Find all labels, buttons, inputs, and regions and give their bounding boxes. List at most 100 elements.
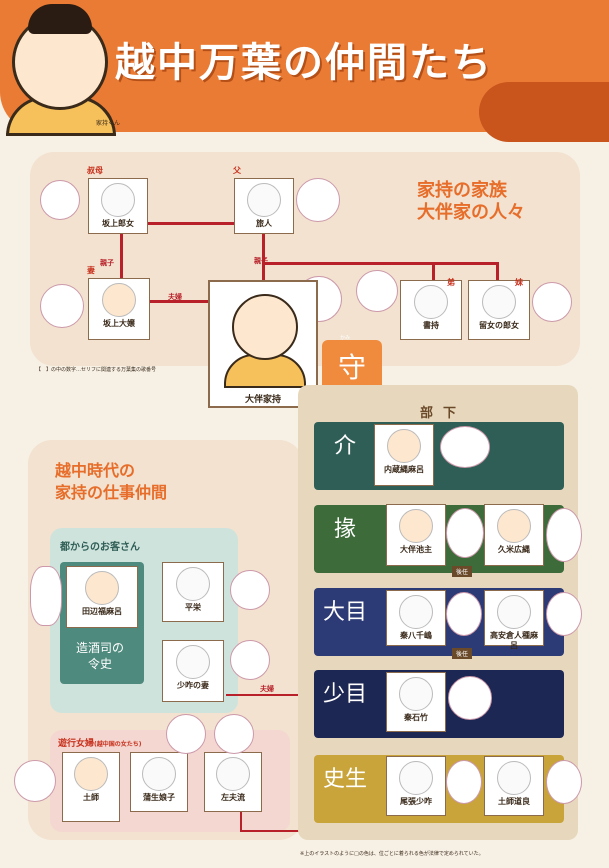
photo-placeholder-icon — [247, 183, 281, 217]
speech-bubble — [14, 760, 56, 802]
hata-yachishima-name: 秦八千嶋 — [400, 631, 432, 640]
family-title-line2: 大伴家の人々 — [417, 202, 525, 223]
card-yakamochi: 大伴家持 — [208, 280, 318, 408]
card-father: 父 旅人 — [233, 167, 294, 234]
card-gamou: 蒲生娘子 — [130, 752, 188, 812]
line-saburu-down — [240, 812, 242, 832]
speech-bubble — [230, 640, 270, 680]
brother-name: 書持 — [423, 321, 439, 330]
speech-bubble — [30, 566, 62, 626]
saburu-name: 左夫流 — [221, 793, 245, 802]
photo-placeholder-icon — [176, 567, 210, 601]
line-wife-yaka — [150, 300, 210, 303]
photo-placeholder-icon — [482, 285, 516, 319]
haji-name: 土師 — [83, 793, 99, 802]
daisakan-char: 大目 — [322, 600, 367, 625]
rel-oyako-father: 親子 — [254, 257, 268, 265]
card-heiei: 平栄 — [162, 562, 224, 622]
speech-bubble — [166, 714, 206, 754]
wife-portrait-icon — [102, 283, 136, 317]
card-hei-wife: 少咋の妻 — [162, 640, 224, 702]
photo-placeholder-icon — [497, 761, 531, 795]
card-sister: 妹 留女の郎女 — [468, 278, 530, 340]
tag-successor: 後任 — [452, 566, 473, 577]
yakamochi-name: 大伴家持 — [244, 395, 281, 405]
line-siblings — [262, 262, 498, 265]
kura-portrait-icon — [387, 429, 421, 463]
sister-role: 妹 — [515, 278, 523, 287]
speech-bubble — [446, 592, 482, 636]
suke-char: 介 — [333, 434, 356, 459]
haji-portrait-icon — [74, 757, 108, 791]
gamou-name: 蒲生娘子 — [143, 793, 175, 802]
sister-name: 留女の郎女 — [479, 321, 519, 330]
father-role: 父 — [233, 166, 241, 175]
card-aunt: 叔母 坂上郎女 — [87, 167, 148, 234]
card-haji-michiyoshi: 土師道良 — [484, 756, 544, 816]
rel-fufu: 夫婦 — [168, 293, 182, 301]
line-father-down — [262, 222, 265, 282]
speech-bubble — [40, 180, 80, 220]
rel-oyako-aunt: 親子 — [100, 259, 114, 267]
speech-bubble — [296, 178, 340, 222]
speech-bubble — [214, 714, 254, 754]
wife-name: 坂上大嬢 — [103, 319, 135, 328]
aunt-role: 叔母 — [87, 166, 103, 175]
family-title-line1: 家持の家族 — [417, 180, 507, 201]
line-aunt-down — [120, 222, 123, 282]
speech-bubble — [356, 270, 398, 312]
brother-role: 弟 — [447, 278, 455, 287]
hei-wife-name: 少咋の妻 — [177, 681, 209, 690]
takayasu-name: 高安倉人種麻呂 — [490, 631, 538, 650]
card-saburu: 左夫流 — [204, 752, 262, 812]
rank-suke: 介 — [314, 422, 564, 490]
kume-portrait-icon — [497, 509, 531, 543]
tanabe-portrait-icon — [85, 571, 119, 605]
women-title: 遊行女婦(越中国の女たち) — [58, 736, 142, 749]
speech-bubble — [546, 592, 582, 636]
kami-char: 守 — [337, 351, 366, 384]
photo-placeholder-icon — [142, 757, 176, 791]
father-name: 旅人 — [256, 219, 272, 228]
photo-placeholder-icon — [399, 595, 433, 629]
speech-bubble — [546, 508, 582, 562]
card-kura: 内蔵縄麻呂 — [374, 424, 434, 486]
photo-placeholder-icon — [497, 595, 531, 629]
zoshu-title-line2: 令史 — [88, 657, 113, 671]
card-haji: 土師 — [62, 752, 120, 822]
lyrics-note: 【 】の中の数字…セリフに関連する万葉集の歌番号 — [36, 367, 157, 373]
speech-bubble — [446, 508, 484, 558]
line-fufu2 — [226, 694, 336, 696]
card-hata-yachishima: 秦八千嶋 — [386, 590, 446, 646]
work-title: 越中時代の 家持の仕事仲間 — [55, 460, 167, 504]
jo-char: 掾 — [333, 517, 356, 542]
mascot-caption: 家持くん — [96, 120, 121, 127]
wife-role: 妻 — [87, 266, 95, 275]
card-owari: 尾張少咋 — [386, 756, 446, 816]
photo-placeholder-icon — [216, 757, 250, 791]
kura-name: 内蔵縄麻呂 — [384, 465, 424, 474]
speech-bubble — [546, 760, 582, 804]
card-wife: 妻 坂上大嬢 — [87, 267, 150, 340]
footer-note: ※上のイラストのように□の色は、位ごとに着られる色が法律で定められていた。 — [300, 851, 484, 857]
card-brother: 弟 書持 — [400, 278, 462, 340]
women-title-text: 遊行女婦 — [58, 739, 95, 749]
mascot-hair — [28, 4, 92, 34]
speech-bubble — [448, 676, 492, 720]
haji-michiyoshi-name: 土師道良 — [498, 797, 530, 806]
subordinates-title: 部下 — [420, 406, 467, 421]
heiei-name: 平栄 — [185, 603, 201, 612]
kume-name: 久米広縄 — [498, 545, 530, 554]
hata-iwatake-name: 秦石竹 — [404, 713, 428, 722]
shosakan-char: 少目 — [322, 682, 367, 707]
speech-bubble — [446, 760, 482, 804]
photo-placeholder-icon — [414, 285, 448, 319]
header-scroll-decoration — [479, 82, 609, 142]
ikenushi-portrait-icon — [399, 509, 433, 543]
card-hata-iwatake: 秦石竹 — [386, 672, 446, 732]
speech-bubble — [532, 282, 572, 322]
speech-bubble — [230, 570, 270, 610]
shisho-char: 史生 — [322, 767, 367, 792]
work-title-line1: 越中時代の — [55, 461, 136, 480]
photo-placeholder-icon — [399, 677, 433, 711]
